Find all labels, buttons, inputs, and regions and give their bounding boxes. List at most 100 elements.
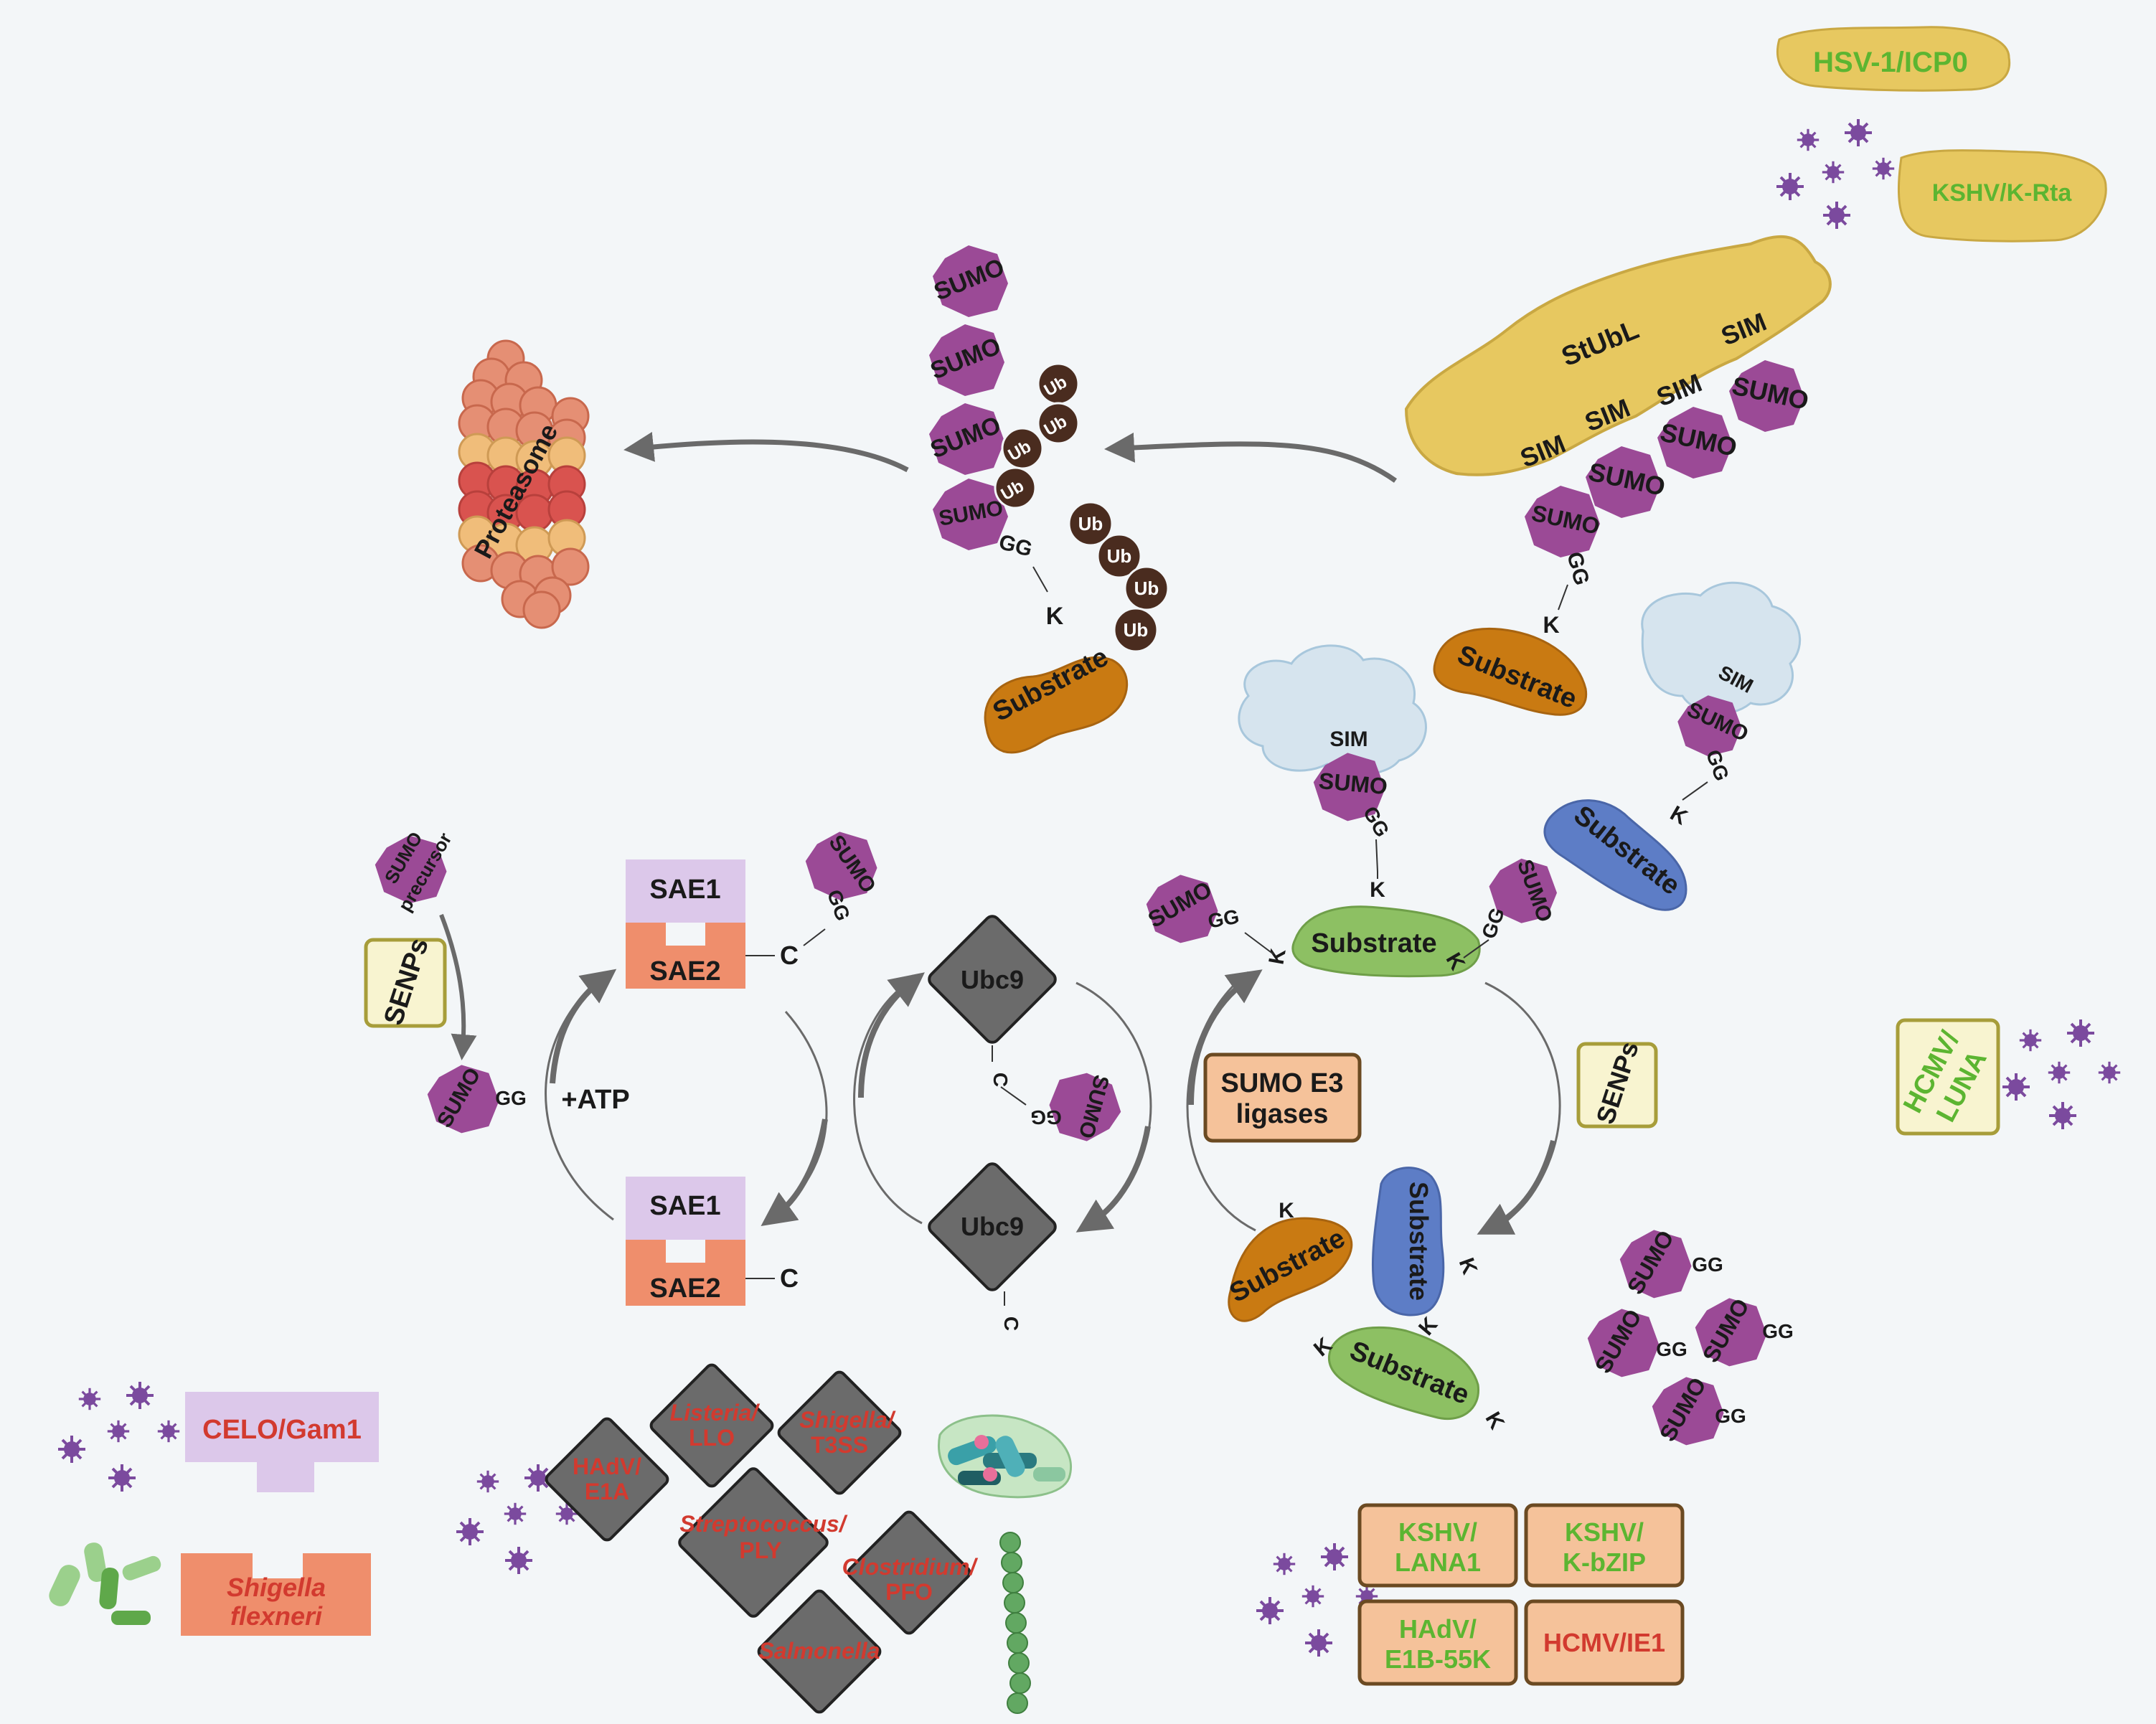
listeria-label-2: LLO bbox=[689, 1425, 735, 1451]
sim-label: SIM bbox=[1329, 727, 1367, 751]
cysteine-label: C bbox=[989, 1073, 1012, 1087]
sae1-label: SAE1 bbox=[649, 875, 720, 905]
kshv-krta-badge: KSHV/K-Rta bbox=[1897, 149, 2107, 242]
e1-cycle-up-arrow bbox=[550, 969, 617, 1084]
hadv-e1a-label-2: E1A bbox=[585, 1479, 629, 1504]
shigella-t3ss-diamond: Shigella/ T3SS bbox=[777, 1370, 902, 1495]
ubc9-label: Ubc9 bbox=[961, 965, 1024, 994]
proteasome: Proteasome bbox=[458, 339, 590, 629]
hadv-e1b-box: HAdV/ E1B-55K bbox=[1357, 1599, 1518, 1686]
virus-cluster-celo bbox=[57, 1380, 181, 1493]
senps-box-right: SENPs bbox=[1576, 1038, 1658, 1129]
e3-cycle-down-arrow bbox=[1477, 1140, 1556, 1235]
kshv-lana1-box: KSHV/ LANA1 bbox=[1357, 1503, 1518, 1588]
kshv-kbzip-label-1: KSHV/ bbox=[1565, 1517, 1644, 1547]
cysteine-label: C bbox=[780, 941, 799, 970]
gg-label: GG bbox=[495, 1087, 527, 1109]
lysine-label: K bbox=[1046, 603, 1064, 630]
streptococcus-chain-icon bbox=[999, 1532, 1031, 1714]
ub-label: Ub bbox=[1107, 545, 1132, 567]
substrate-stubl-target: Substrate bbox=[1433, 627, 1588, 716]
lysine-label: K bbox=[1543, 612, 1559, 638]
strep-label-2: PLY bbox=[739, 1537, 781, 1563]
lysine-label: K bbox=[1279, 1199, 1294, 1223]
ubiquitin-chain-on-sumo: Ub Ub Ub Ub bbox=[994, 362, 1080, 509]
kshv-lana1-label-1: KSHV/ bbox=[1398, 1517, 1477, 1547]
ub-label: Ub bbox=[1124, 619, 1149, 641]
celo-gam1-badge: CELO/Gam1 bbox=[185, 1392, 379, 1492]
hcmv-luna-badge: HCMV/ LUNA bbox=[1896, 1018, 2000, 1136]
ubc9-top: Ubc9 C GG SUMO bbox=[928, 915, 1121, 1141]
cysteine-label: C bbox=[780, 1263, 799, 1293]
free-sumo-pool: SUMO GG SUMO GG SUMO GG SUMO GG bbox=[1587, 1226, 1794, 1446]
stubl-protein: StUbL SIM SIM SIM SIM bbox=[1404, 235, 1832, 476]
hcmv-ie1-label: HCMV/IE1 bbox=[1543, 1628, 1665, 1657]
multi-sumoylated-substrate: Substrate K K K SUMO GG SUMO GG bbox=[1144, 857, 1557, 978]
gg-label: GG bbox=[1762, 1320, 1794, 1342]
e3-label-1: SUMO E3 bbox=[1220, 1068, 1343, 1098]
hadv-e1a-diamond: HAdV/ E1A bbox=[545, 1417, 669, 1542]
substrate-blue-sim-bound: Substrate bbox=[1543, 799, 1687, 911]
gg-label: GG bbox=[1692, 1253, 1723, 1276]
e3-cycle-left-arc bbox=[1186, 971, 1256, 1232]
ubc9-label: Ubc9 bbox=[961, 1212, 1024, 1241]
sae2-label: SAE2 bbox=[649, 1273, 720, 1304]
sae-complex-bottom: SAE1 SAE2 C bbox=[626, 1177, 799, 1306]
e3-cycle-right-arc bbox=[1484, 981, 1561, 1228]
sae-complex-top: SAE1 SAE2 C SUMO GG bbox=[626, 831, 880, 989]
listeria-llo-diamond: Listeria/ LLO bbox=[649, 1363, 774, 1488]
virus-cluster-luna bbox=[2001, 1018, 2122, 1131]
salmonella-diamond: Salmonella bbox=[757, 1589, 882, 1714]
e1-cycle-down-arrow bbox=[761, 1118, 828, 1226]
clostridium-label-1: Clostridium/ bbox=[842, 1554, 979, 1580]
shigella-t3ss-label-1: Shigella/ bbox=[799, 1407, 896, 1433]
bacteria-icons-shigella bbox=[49, 1542, 161, 1625]
gg-label: GG bbox=[1715, 1405, 1746, 1427]
streptococcus-ply-diamond: Streptococcus/ PLY bbox=[678, 1467, 848, 1618]
clostridium-pfo-diamond: Clostridium/ PFO bbox=[842, 1510, 979, 1635]
gg-label: GG bbox=[997, 530, 1035, 562]
virus-cluster-top-right bbox=[1775, 118, 1896, 230]
cysteine-label: C bbox=[1000, 1316, 1022, 1331]
arrow-to-proteasome bbox=[623, 432, 909, 473]
ubiquitin-chain-on-substrate: Ub Ub Ub Ub bbox=[1068, 501, 1169, 653]
ubc9-bottom: Ubc9 C bbox=[928, 1162, 1057, 1331]
hsv1-label: HSV-1/ICP0 bbox=[1813, 47, 1968, 78]
substrate-blue-unmodified: Substrate K K bbox=[1371, 1167, 1482, 1340]
clostridium-label-2: PFO bbox=[885, 1579, 933, 1605]
atp-label: +ATP bbox=[561, 1085, 629, 1115]
hsv1-icp0-badge: HSV-1/ICP0 bbox=[1776, 26, 2011, 92]
substrate-orange-unmodified: Substrate K bbox=[1225, 1199, 1353, 1322]
e2-cycle-up-arrow bbox=[858, 972, 925, 1098]
lysine-label: K bbox=[1454, 1255, 1482, 1278]
hadv-e1b-label-2: E1B-55K bbox=[1385, 1644, 1491, 1674]
senps-box-left: SENPs bbox=[364, 935, 447, 1029]
shigella-flexneri-label-1: Shigella bbox=[227, 1573, 326, 1602]
ub-label: Ub bbox=[1134, 578, 1159, 599]
e2-cycle-left-arc bbox=[853, 981, 923, 1225]
listeria-label-1: Listeria/ bbox=[670, 1400, 761, 1426]
shigella-flexneri-badge: Shigella flexneri bbox=[181, 1553, 371, 1636]
hadv-e1b-label-1: HAdV/ bbox=[1399, 1614, 1477, 1644]
lysine-label: K bbox=[1370, 878, 1385, 902]
gg-label: GG bbox=[1206, 905, 1241, 933]
hadv-e1a-label-1: HAdV/ bbox=[573, 1454, 641, 1479]
ub-label: Ub bbox=[1078, 513, 1103, 534]
kshv-krta-label: KSHV/K-Rta bbox=[1932, 179, 2073, 207]
hcmv-ie1-box: HCMV/IE1 bbox=[1524, 1599, 1685, 1686]
salmonella-label: Salmonella bbox=[759, 1638, 880, 1664]
sumo-precursor: SUMO precursor bbox=[375, 828, 456, 915]
bacteria-cluster-icon bbox=[938, 1414, 1073, 1499]
arrow-stubl-to-ub-chain bbox=[1104, 432, 1398, 483]
sumo-mature: SUMO GG bbox=[427, 1064, 527, 1134]
celo-gam1-label: CELO/Gam1 bbox=[202, 1415, 362, 1445]
sim-protein-cloud-left: SIM SUMO GG bbox=[1238, 644, 1427, 872]
e3-label-2: ligases bbox=[1236, 1099, 1329, 1129]
arrow-precursor-to-mature bbox=[439, 913, 477, 1060]
poly-sumo-chain: SUMO SUMO SUMO SUMO GG K bbox=[926, 245, 1064, 630]
sae1-label: SAE1 bbox=[649, 1191, 720, 1221]
gg-label: GG bbox=[1702, 747, 1733, 784]
sumo-label: SUMO bbox=[1318, 768, 1389, 799]
lysine-label: K bbox=[1481, 1408, 1510, 1434]
